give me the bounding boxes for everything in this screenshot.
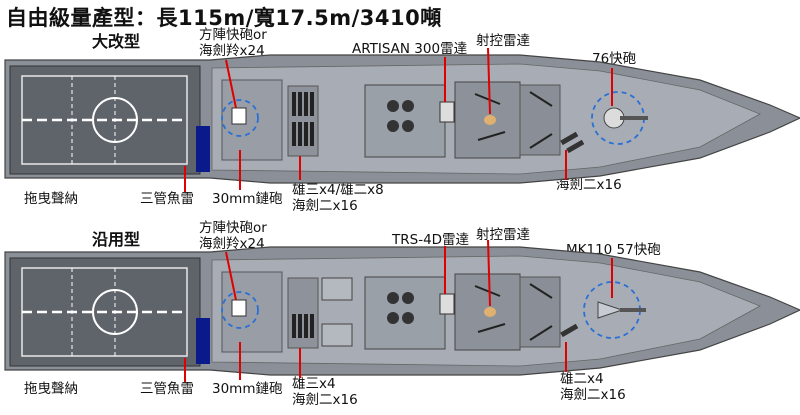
torpedo-label: 三管魚雷 bbox=[140, 191, 194, 207]
superstructure bbox=[221, 79, 585, 161]
sea-sword-label-line2: 海劍二x16 bbox=[560, 387, 626, 403]
fire-control-label: 射控雷達 bbox=[476, 227, 530, 243]
superstructure bbox=[221, 271, 579, 353]
ciws-label-line2: 海劍羚x24 bbox=[199, 43, 265, 59]
page-title: 自由級量產型：長115m/寬17.5m/3410噸 bbox=[6, 6, 442, 30]
ship-drawing bbox=[4, 47, 800, 192]
missiles-label-line2: 海劍二x16 bbox=[292, 392, 358, 408]
ciws-highlight bbox=[221, 291, 259, 329]
main-gun bbox=[583, 281, 646, 339]
helideck bbox=[9, 65, 210, 175]
towed-sonar-label: 拖曳聲納 bbox=[24, 381, 78, 397]
pointer-lines bbox=[184, 239, 613, 382]
missiles-label: 雄三x4/雄二x8 海劍二x16 bbox=[292, 182, 384, 214]
pointer-lines bbox=[184, 47, 613, 192]
ciws-label-line1: 方陣快砲or bbox=[199, 220, 267, 236]
torpedo-label: 三管魚雷 bbox=[140, 381, 194, 397]
missiles-label-line1: 雄三x4/雄二x8 bbox=[292, 182, 384, 198]
variant-label: 大改型 bbox=[92, 32, 141, 51]
sea-sword-label: 雄二x4 海劍二x16 bbox=[560, 371, 626, 403]
chain-gun-label: 30mm鏈砲 bbox=[212, 381, 283, 397]
variant-label: 沿用型 bbox=[92, 230, 141, 249]
ciws-label-line1: 方陣快砲or bbox=[199, 27, 267, 43]
missiles-label: 雄三x4 海劍二x16 bbox=[292, 376, 358, 408]
missiles-label-line2: 海劍二x16 bbox=[292, 198, 358, 214]
ciws-highlight bbox=[221, 99, 259, 137]
ciws-label: 方陣快砲or 海劍羚x24 bbox=[199, 27, 267, 59]
main-gun bbox=[591, 91, 648, 145]
fire-control-label: 射控雷達 bbox=[476, 33, 530, 49]
towed-sonar-label: 拖曳聲納 bbox=[24, 191, 78, 207]
missiles-label-line1: 雄三x4 bbox=[292, 376, 336, 392]
helideck bbox=[9, 257, 210, 367]
ciws-label-line2: 海劍羚x24 bbox=[199, 236, 265, 252]
ciws-label: 方陣快砲or 海劍羚x24 bbox=[199, 220, 267, 252]
radar-label: TRS-4D雷達 bbox=[392, 232, 470, 248]
ship-drawing bbox=[4, 239, 800, 382]
radar-label: ARTISAN 300雷達 bbox=[352, 41, 468, 57]
sea-sword-label-line1: 雄二x4 bbox=[560, 371, 604, 387]
sea-sword-label: 海劍二x16 bbox=[556, 177, 622, 193]
chain-gun-label: 30mm鏈砲 bbox=[212, 191, 283, 207]
